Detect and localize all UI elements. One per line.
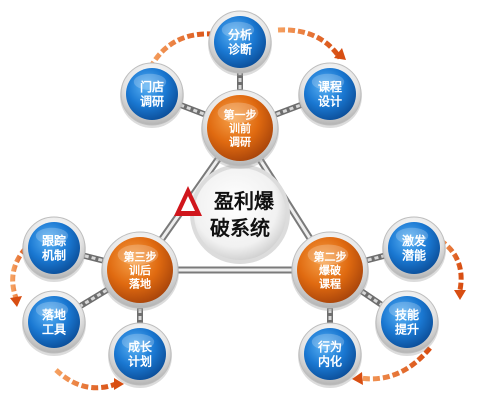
satellite-node-label-line: 调研 — [140, 95, 164, 109]
satellite-node-label-line: 分析 — [228, 27, 252, 42]
center-title-line1: 盈利爆 — [213, 189, 275, 213]
step-node-label-line: 训后 — [129, 263, 151, 277]
satellite-node-label-line: 潜能 — [402, 248, 426, 263]
satellite-node-label-line: 行为 — [317, 339, 342, 354]
satellite-node-label-line: 技能 — [395, 307, 419, 322]
satellite-node-label-line: 课程 — [318, 79, 342, 94]
step-node-label-line: 调研 — [229, 134, 251, 148]
chain-link — [72, 283, 116, 313]
step-node-label-line: 第二步 — [314, 250, 347, 264]
satellite-node-label-line: 设计 — [318, 94, 342, 109]
step-node-label-line: 课程 — [319, 276, 341, 290]
step-node-label-line: 第三步 — [124, 250, 157, 264]
step-node-label-line: 落地 — [129, 276, 151, 290]
satellite-node-label-line: 成长 — [128, 339, 153, 354]
satellite-node-label-line: 提升 — [395, 322, 419, 337]
satellite-node-label-line: 诊断 — [228, 42, 252, 57]
satellite-node-label-line: 计划 — [128, 354, 152, 369]
step-node-label-line: 训前 — [229, 121, 251, 135]
arrow-top-right — [277, 27, 343, 60]
logo-triangle-icon — [174, 186, 202, 216]
arrow-right-bottom — [359, 346, 432, 382]
center-node: 盈利爆 破系统 — [174, 164, 290, 264]
satellite-node-label-line: 跟踪 — [42, 233, 66, 248]
satellite-node-label-line: 落地 — [42, 307, 66, 322]
satellite-node-label-line: 工具 — [42, 323, 66, 337]
arrow-left-bottom — [54, 368, 117, 391]
chain-link — [266, 99, 310, 120]
arrow-top-left — [147, 31, 213, 70]
satellite-node-label-line: 内化 — [318, 354, 342, 369]
satellite-node-label-line: 门店 — [140, 79, 164, 94]
satellite-node-label-line: 激发 — [402, 233, 427, 248]
step-node-label-line: 爆破 — [319, 263, 341, 277]
center-title-line2: 破系统 — [210, 216, 270, 240]
step-node-label-line: 第一步 — [224, 108, 257, 122]
node-layer: 分析诊断门店调研课程设计激发潜能技能提升行为内化跟踪机制落地工具成长计划第一步训… — [22, 10, 446, 388]
satellite-node-label-line: 机制 — [42, 248, 66, 263]
